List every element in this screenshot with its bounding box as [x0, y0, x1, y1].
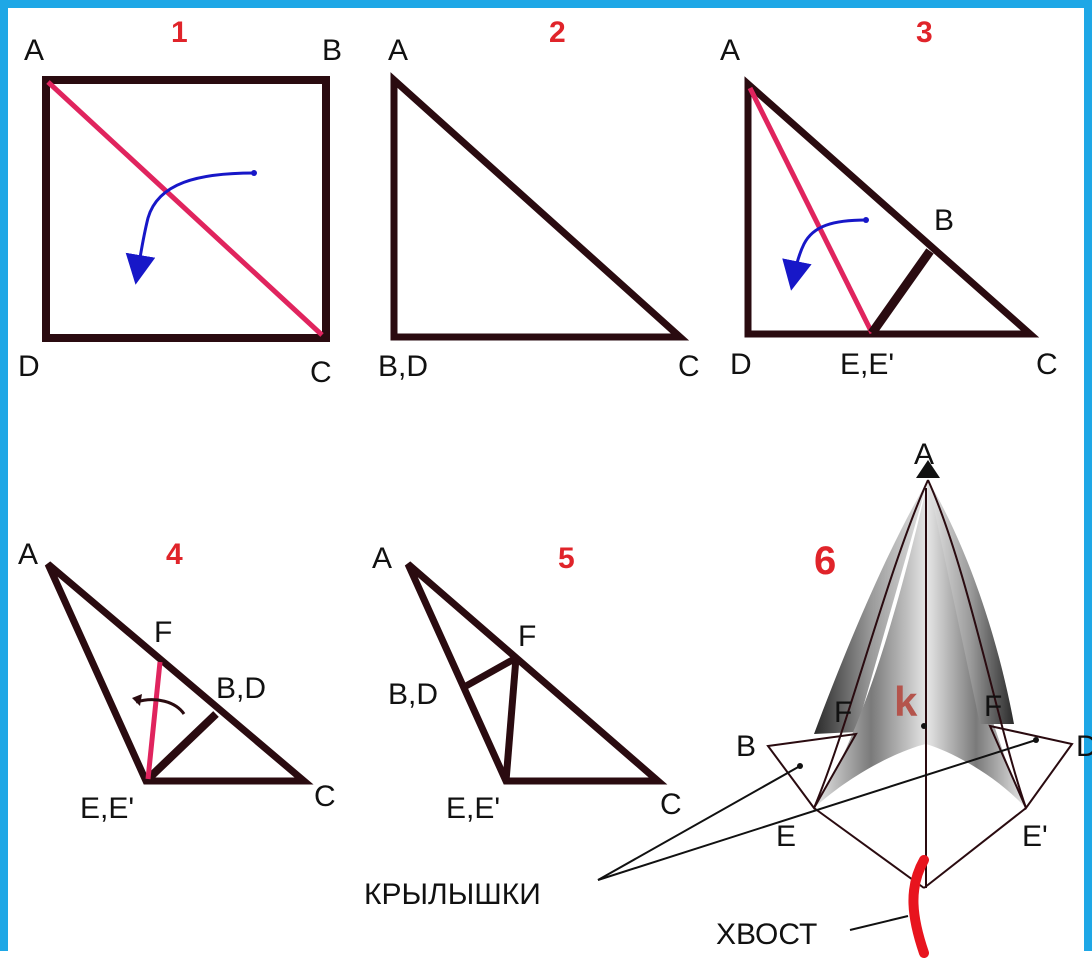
- left-bottom-edge: [813, 807, 925, 889]
- label-c: C: [678, 350, 700, 383]
- fold-arrowhead: [132, 694, 142, 706]
- label-c: C: [660, 788, 682, 821]
- left-cone-shade: [814, 480, 928, 808]
- diagonal-fold-line: [46, 80, 324, 337]
- crease-edge: [143, 711, 219, 784]
- folded-triangle: [404, 561, 668, 785]
- label-d: D: [18, 350, 40, 383]
- tail-strip: [908, 855, 929, 958]
- label-d: D: [730, 348, 752, 381]
- step-2: 2 A B,D C: [378, 16, 700, 383]
- fold-line: [145, 661, 163, 780]
- fold-arrow-icon: [125, 171, 255, 285]
- label-e-prime: E': [1022, 820, 1048, 853]
- label-a: A: [388, 34, 408, 67]
- step-1: 1 A B C D: [18, 16, 342, 389]
- step-6-number: 6: [814, 539, 836, 583]
- caption-wings: КРЫЛЫШКИ: [364, 878, 541, 911]
- square-sheet: [42, 76, 330, 342]
- label-c: C: [310, 356, 332, 389]
- right-fold-shade: [928, 480, 1014, 724]
- label-a: A: [372, 542, 392, 575]
- right-wing-flap: [988, 724, 1074, 811]
- label-bd: B,D: [378, 350, 428, 383]
- crease-edge: [868, 248, 934, 336]
- left-edge: [813, 479, 929, 809]
- right-edge: [927, 479, 1027, 809]
- step-2-number: 2: [549, 16, 566, 49]
- label-bd: B,D: [388, 678, 438, 711]
- triangle-sheet: [744, 76, 1040, 338]
- triangle-sheet: [390, 72, 690, 341]
- wings-leader-dot-left: [797, 763, 803, 769]
- label-b: B: [322, 34, 342, 67]
- wings-leader-left: [597, 765, 801, 881]
- label-a: A: [18, 538, 38, 571]
- label-ee: E,E': [840, 348, 894, 381]
- label-k: k: [894, 678, 918, 725]
- arrow-start-dot: [863, 217, 869, 223]
- label-b: B: [736, 730, 756, 763]
- step-6: 6 A B F F D E E' k КРЫЛЫШКИ Х: [364, 438, 1092, 958]
- arrow-start-dot: [251, 170, 257, 176]
- fold-line: [747, 86, 875, 335]
- label-f: F: [154, 616, 172, 649]
- label-f-left: F: [834, 696, 852, 729]
- fold-arrow-icon: [782, 218, 867, 291]
- label-f: F: [518, 620, 536, 653]
- caption-tail: ХВОСТ: [716, 918, 817, 951]
- label-d: D: [1076, 730, 1092, 763]
- label-c: C: [314, 780, 336, 813]
- step-3-number: 3: [916, 16, 933, 49]
- folded-triangle: [44, 561, 314, 785]
- label-b: B: [934, 204, 954, 237]
- step-4-number: 4: [166, 538, 183, 571]
- step-5: 5 A F B,D E,E' C: [372, 542, 682, 825]
- label-f-right: F: [984, 690, 1002, 723]
- center-point-k: [921, 723, 927, 729]
- wings-leader-dot-right: [1033, 737, 1039, 743]
- label-bd: B,D: [216, 672, 266, 705]
- step-1-number: 1: [171, 16, 188, 49]
- tip-a-marker: [916, 460, 940, 478]
- label-ee: E,E': [80, 792, 134, 825]
- right-bottom-edge: [923, 807, 1027, 889]
- step-5-number: 5: [558, 542, 575, 575]
- label-a: A: [720, 34, 740, 67]
- flap-edge: [464, 654, 518, 690]
- left-fold-shade: [814, 480, 928, 734]
- crease-edge: [502, 657, 520, 782]
- label-c: C: [1036, 348, 1058, 381]
- right-cone-shade: [926, 480, 1026, 808]
- step-4: 4 A F B,D E,E' C: [18, 538, 336, 825]
- step-3: 3 A B C D E,E': [720, 16, 1058, 381]
- fold-arrow-icon: [135, 698, 186, 715]
- wings-leader-right: [597, 739, 1037, 881]
- left-wing-flap: [766, 732, 858, 810]
- tail-leader: [849, 915, 909, 931]
- label-e: E: [776, 820, 796, 853]
- label-a: A: [914, 438, 934, 471]
- label-ee: E,E': [446, 792, 500, 825]
- folding-diagram: 1 A B C D 2 A B,D C 3 A B C D E,E' 4: [18, 16, 1092, 958]
- label-a: A: [24, 34, 44, 67]
